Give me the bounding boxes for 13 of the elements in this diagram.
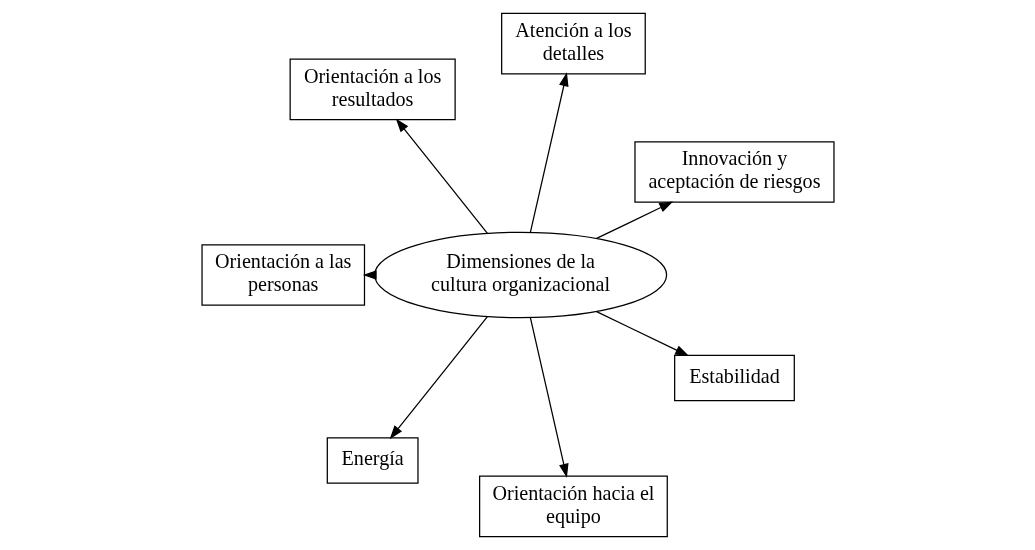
arrow: [595, 310, 689, 357]
node-box: Atención a los detalles: [500, 12, 646, 75]
arrow: [389, 316, 488, 440]
node-box: Orientación hacia el equipo: [478, 475, 668, 538]
node-box: Orientación a las personas: [200, 244, 365, 306]
arrow: [395, 118, 488, 234]
arrow: [595, 201, 673, 240]
node-box: Estabilidad: [673, 354, 795, 402]
node-box: Energía: [326, 437, 419, 484]
arrow: [529, 72, 569, 233]
node-box: Innovación y aceptación de riesgos: [633, 141, 835, 203]
arrow: [529, 317, 569, 478]
node-box: Orientación a los resultados: [289, 58, 456, 121]
